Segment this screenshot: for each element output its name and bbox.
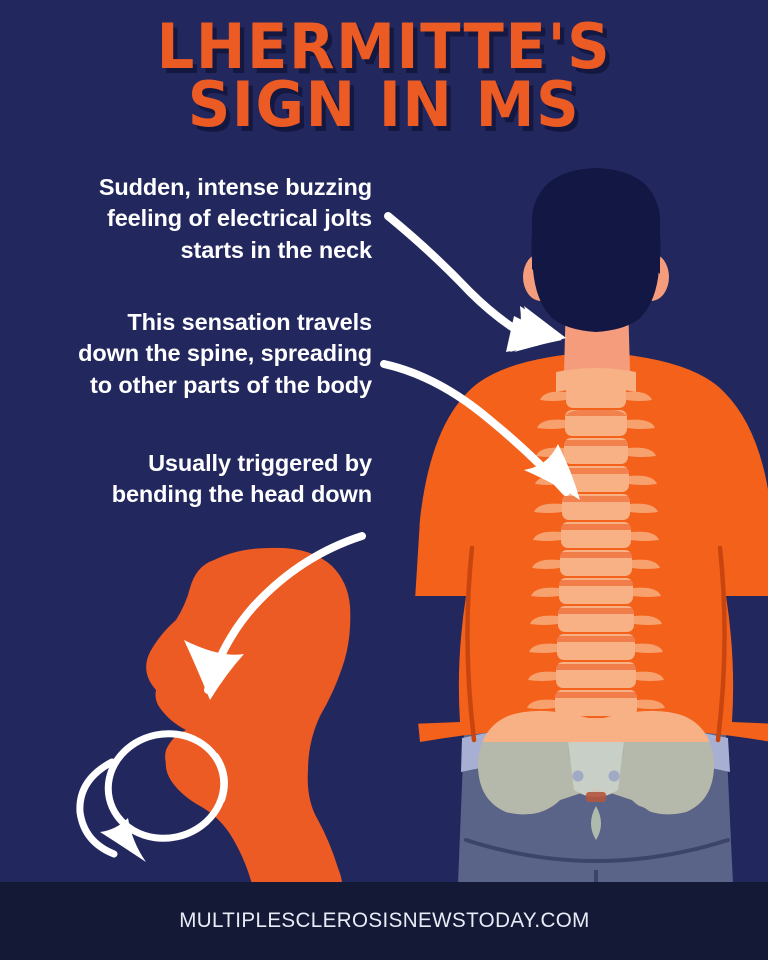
- head-rear-view: [523, 168, 669, 332]
- callout-2-line-2: down the spine, spreading: [78, 340, 372, 367]
- callout-symptom-trigger: Usually triggered by bending the head do…: [10, 448, 372, 511]
- callout-symptom-onset: Sudden, intense buzzing feeling of elect…: [10, 172, 372, 266]
- footer-website: MULTIPLESCLEROSISNEWSTODAY.COM: [178, 909, 590, 932]
- callout-1-line-3: starts in the neck: [180, 236, 373, 263]
- pelvis-over-jeans: [478, 742, 714, 840]
- callout-3-line-2: bending the head down: [111, 481, 372, 508]
- callout-2-line-3: to other parts of the body: [89, 371, 372, 398]
- footer-bar: MULTIPLESCLEROSISNEWSTODAY.COM: [0, 882, 768, 960]
- arrow-down-spine-icon: [380, 360, 580, 500]
- callout-2-line-1: This sensation travels: [127, 309, 372, 335]
- callout-1-line-1: Sudden, intense buzzing: [98, 174, 372, 200]
- arrow-to-neck-icon: [384, 212, 566, 352]
- callout-symptom-spread: This sensation travels down the spine, s…: [10, 307, 372, 401]
- spine: [527, 368, 665, 742]
- chin-circle-annotation: [76, 730, 228, 862]
- arrow-to-bent-head-icon: [184, 532, 366, 700]
- vertebrae-stack: [527, 382, 665, 742]
- callout-3-line-1: Usually triggered by: [148, 450, 372, 476]
- callout-1-line-2: feeling of electrical jolts: [106, 205, 372, 232]
